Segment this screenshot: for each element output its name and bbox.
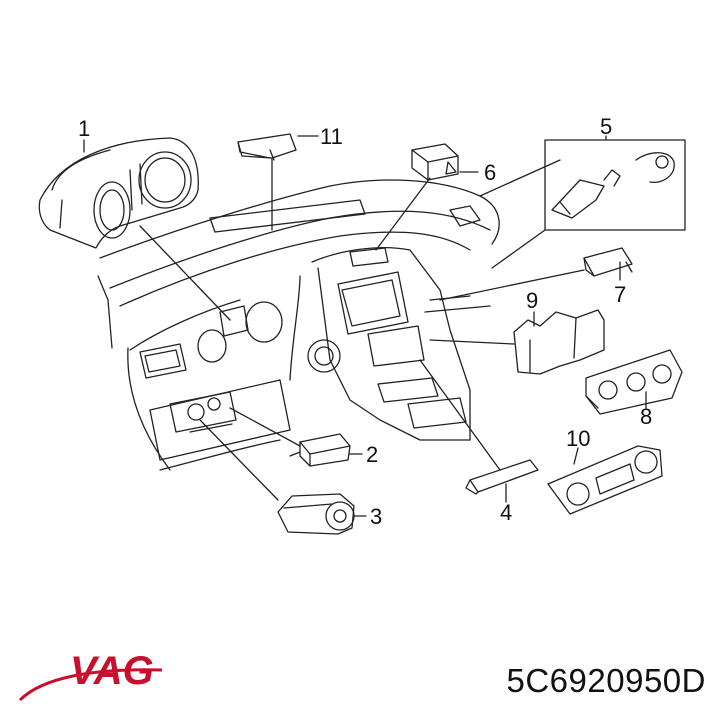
callout-labels: 1 2 3 4 5 6 7 8 9 10 11 [78,114,652,529]
callout-10: 10 [566,426,590,451]
part-4 [419,359,539,495]
callout-9: 9 [526,288,538,313]
part-9 [429,309,605,375]
part-instrument-cluster [38,137,199,249]
part-7 [439,247,633,301]
callout-4: 4 [500,500,512,525]
callout-6: 6 [484,160,496,185]
callout-8: 8 [640,404,652,429]
part-2 [229,407,351,467]
part-3 [199,419,355,535]
callout-1: 1 [78,116,90,141]
dashboard-outline [97,159,561,471]
vag-logo: VAG [12,638,172,708]
callout-5: 5 [600,114,612,139]
leader-lines [83,135,647,517]
vag-logo-text: VAG [70,649,154,693]
part-8 [585,349,683,415]
part-10 [547,445,663,515]
callout-7: 7 [614,282,626,307]
part-number: 5C6920950D [506,662,706,699]
callout-11: 11 [320,124,343,149]
callout-2: 2 [366,442,378,467]
callout-3: 3 [370,504,382,529]
part-11 [237,133,297,231]
part-6 [375,143,459,251]
part-5-box [491,139,686,269]
